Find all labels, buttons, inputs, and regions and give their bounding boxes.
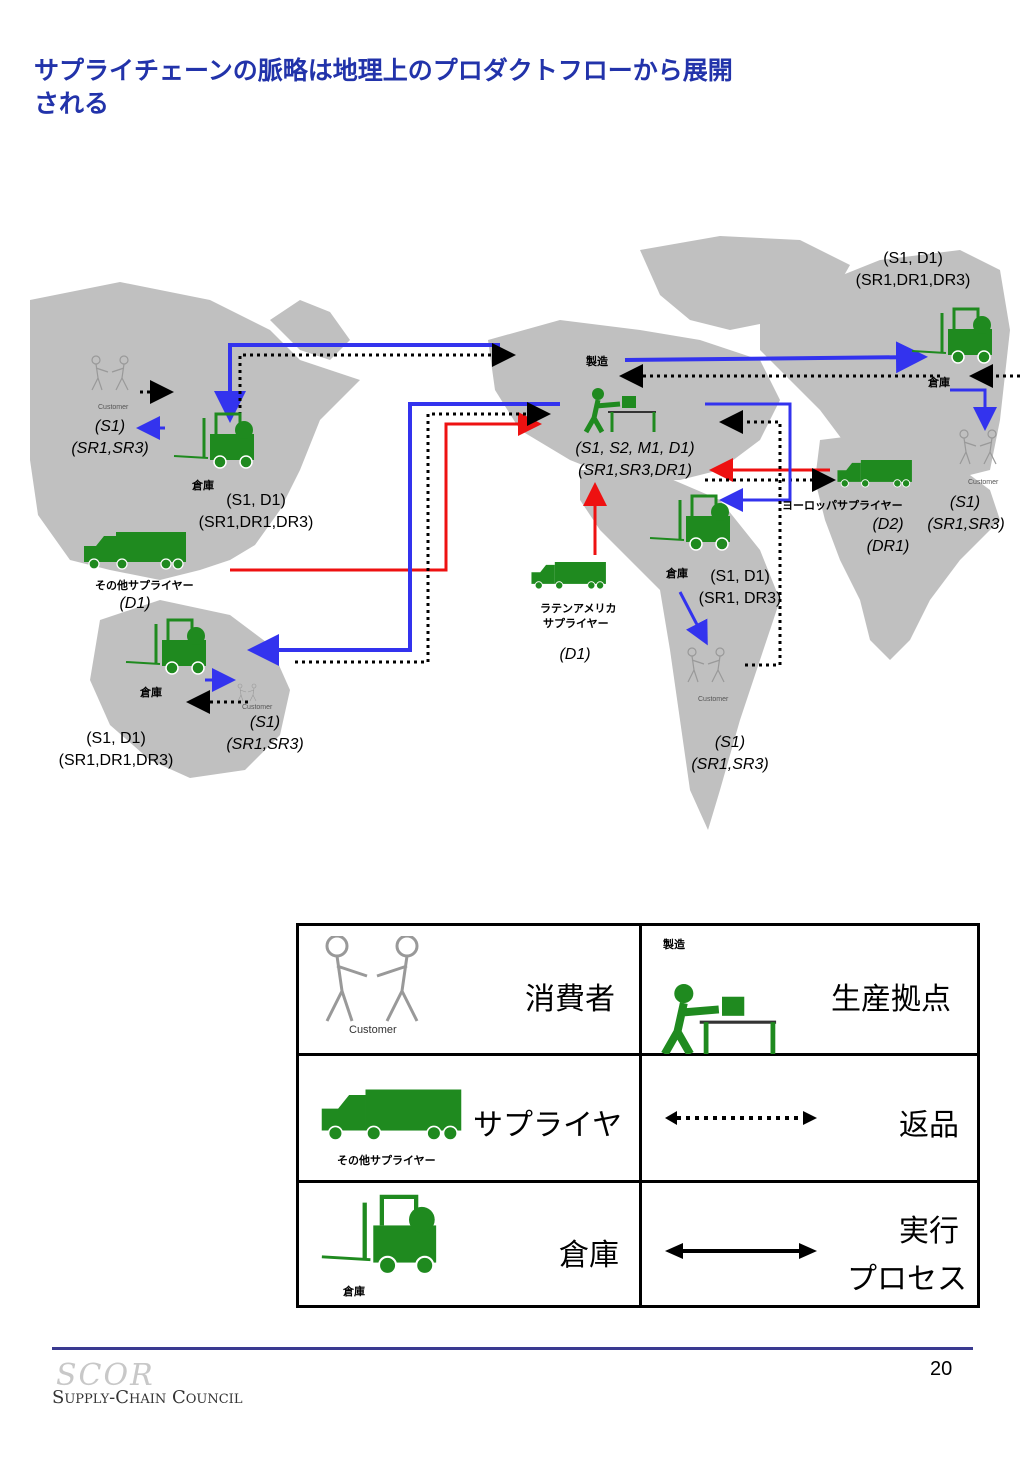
- return-sa-to-mfg: [719, 410, 782, 667]
- other-supplier-label: その他サプライヤー: [95, 579, 194, 592]
- sa-customer-code1: (S1): [714, 734, 746, 751]
- legend-supplier-caption: その他サプライヤー: [337, 1154, 436, 1167]
- flow-mfg-to-sa-warehouse: [705, 402, 792, 512]
- scor-logo: SCOR: [56, 1358, 155, 1393]
- flow-lines: [136, 341, 1020, 714]
- eu-supplier-code1: (D2): [872, 516, 904, 533]
- footer-rule: [52, 1347, 973, 1350]
- flow-other-supplier-to-mfg: [230, 412, 542, 572]
- legend-warehouse-label: 倉庫: [559, 1238, 619, 1273]
- au-customer-caption: Customer: [242, 704, 273, 711]
- eu-warehouse-code2: (SR1,DR1,DR3): [855, 272, 971, 289]
- page-title: サプライチェーンの脈略は地理上のプロダクトフローから展開される: [34, 56, 733, 118]
- mfg-code1: (S1, S2, M1, D1): [575, 440, 695, 457]
- mfg-code2: (SR1,SR3,DR1): [578, 462, 692, 479]
- legend-warehouse-caption: 倉庫: [343, 1285, 365, 1298]
- legend-table: Customer 消費者 製造 生産拠点 その他サプライヤー サプライヤ 返品 …: [296, 923, 980, 1308]
- flow-mfg-to-na-warehouse: [214, 343, 500, 423]
- legend-supplier-truck-icon: [320, 1088, 463, 1141]
- page-number: 20: [930, 1358, 953, 1380]
- sa-customer-caption: Customer: [698, 696, 729, 703]
- eu-supplier-code2: (DR1): [866, 538, 910, 555]
- eu-customer-code2: (SR1,SR3): [927, 516, 1005, 533]
- legend-supplier-label: サプライヤ: [473, 1108, 623, 1143]
- legend-mfg-label: 生産拠点: [831, 982, 951, 1017]
- flow-sa-warehouse-to-customer: [678, 591, 708, 646]
- la-supplier-label1: ラテンアメリカ: [540, 602, 617, 615]
- mfg-label: 製造: [586, 355, 608, 368]
- legend-customer-caption: Customer: [349, 1024, 397, 1036]
- flow-mfg-to-au-warehouse: [247, 402, 560, 666]
- eu-customer-code1: (S1): [949, 494, 981, 511]
- legend-process-label2: プロセス: [847, 1262, 967, 1297]
- continents: [30, 236, 1010, 830]
- legend-manufacturing-icon: [657, 984, 787, 1054]
- la-supplier-label2: サプライヤー: [543, 617, 609, 630]
- na-warehouse-code1: (S1, D1): [226, 492, 286, 509]
- legend-customer-label: 消費者: [525, 982, 615, 1017]
- return-au-to-mfg: [295, 402, 551, 664]
- na-customer-code1: (S1): [94, 418, 126, 435]
- sa-warehouse-label: 倉庫: [666, 567, 688, 580]
- supply-chain-council-logo: Supply-Chain Council: [52, 1387, 243, 1408]
- au-customer-code2: (SR1,SR3): [226, 736, 304, 753]
- eu-warehouse-label: 倉庫: [928, 376, 950, 389]
- legend-process-arrow: [665, 1243, 817, 1259]
- au-warehouse-label: 倉庫: [140, 686, 162, 699]
- na-warehouse-code2: (SR1,DR1,DR3): [198, 514, 314, 531]
- au-warehouse-code2: (SR1,DR1,DR3): [58, 752, 174, 769]
- legend-customer-icon: [325, 936, 419, 1023]
- legend-return-label: 返品: [899, 1108, 959, 1143]
- la-supplier-truck-icon: [531, 561, 607, 590]
- legend-warehouse-icon: [319, 1188, 439, 1280]
- legend-mfg-caption: 製造: [663, 938, 685, 951]
- au-warehouse-code1: (S1, D1): [86, 730, 146, 747]
- sa-warehouse-code2: (SR1, DR3): [698, 590, 782, 607]
- legend-process-label1: 実行: [899, 1214, 959, 1249]
- la-supplier-code: (D1): [559, 646, 591, 663]
- eu-warehouse-code1: (S1, D1): [883, 250, 943, 267]
- au-customer-code1: (S1): [249, 714, 281, 731]
- eu-customer-caption: Customer: [968, 479, 999, 486]
- return-na-to-mfg: [238, 343, 516, 415]
- flow-mfg-to-eu-warehouse: [624, 341, 928, 374]
- na-warehouse-label: 倉庫: [192, 479, 214, 492]
- flow-eu-warehouse-to-customer: [950, 388, 997, 431]
- eu-supplier-label: ヨーロッパサプライヤー: [782, 499, 903, 512]
- na-customer-code2: (SR1,SR3): [71, 440, 149, 457]
- sa-warehouse-code1: (S1, D1): [710, 568, 770, 585]
- na-customer-caption: Customer: [98, 404, 129, 411]
- legend-return-arrow: [665, 1111, 817, 1125]
- sa-customer-code2: (SR1,SR3): [691, 756, 769, 773]
- other-supplier-code: (D1): [119, 595, 151, 612]
